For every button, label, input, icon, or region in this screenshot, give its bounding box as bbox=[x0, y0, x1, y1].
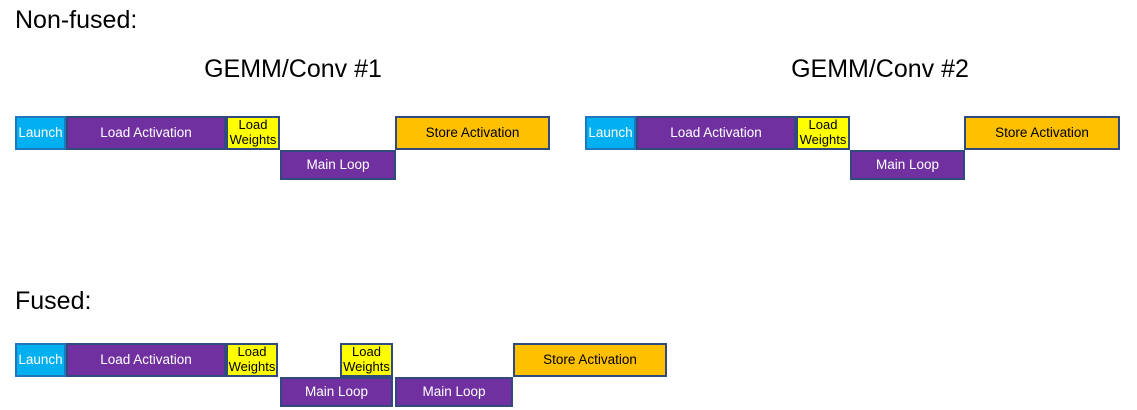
load-weights-bar: Load Weights bbox=[226, 343, 278, 377]
gemm-conv-2-title: GEMM/Conv #2 bbox=[791, 55, 969, 83]
store-activation-bar: Store Activation bbox=[395, 116, 550, 150]
load-activation-bar: Load Activation bbox=[66, 116, 226, 150]
load-weights-bar: Load Weights bbox=[340, 343, 393, 377]
main-loop-bar: Main Loop bbox=[850, 150, 965, 180]
launch-bar: Launch bbox=[15, 116, 66, 150]
load-activation-bar: Load Activation bbox=[636, 116, 796, 150]
main-loop-bar: Main Loop bbox=[280, 150, 396, 180]
store-activation-bar: Store Activation bbox=[513, 343, 667, 377]
store-activation-bar: Store Activation bbox=[964, 116, 1120, 150]
launch-bar: Launch bbox=[585, 116, 636, 150]
gemm-conv-1-title: GEMM/Conv #1 bbox=[204, 55, 382, 83]
fused-section-label: Fused: bbox=[15, 287, 92, 315]
launch-bar: Launch bbox=[15, 343, 66, 377]
load-weights-bar: Load Weights bbox=[226, 116, 280, 150]
non-fused-section-label: Non-fused: bbox=[15, 6, 138, 34]
load-weights-bar: Load Weights bbox=[796, 116, 850, 150]
main-loop-bar: Main Loop bbox=[395, 377, 513, 407]
main-loop-bar: Main Loop bbox=[280, 377, 393, 407]
load-activation-bar: Load Activation bbox=[66, 343, 226, 377]
